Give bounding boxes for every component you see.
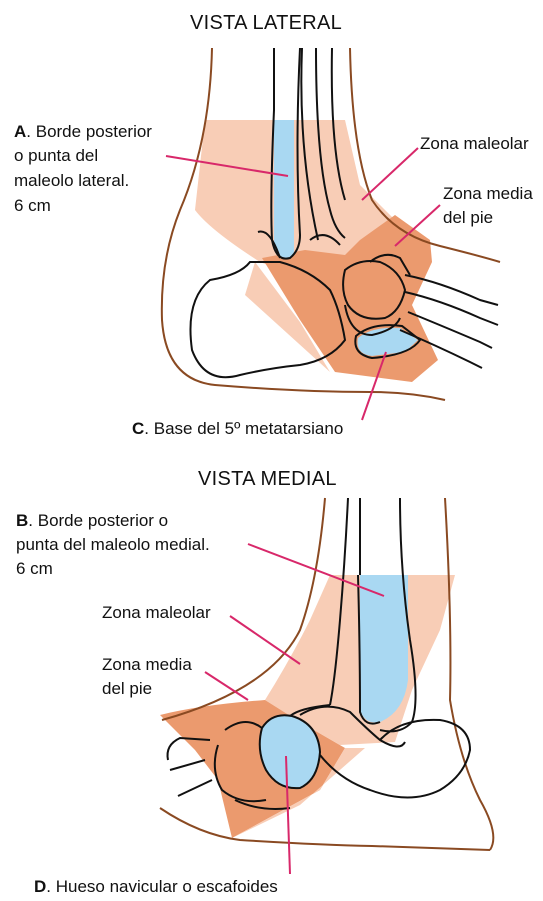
medial-skin-outline-back [445,498,493,850]
label-a-line3: maleolo lateral. [14,170,129,192]
label-a-line2: o punta del [14,145,98,167]
label-a-line4: 6 cm [14,195,51,217]
label-b-line2: punta del maleolo medial. [16,534,210,556]
label-c-letter: C [132,419,144,438]
lateral-view [162,48,500,420]
label-a: A. Borde posterior [14,121,152,143]
medial-view [160,498,493,874]
label-a-line1: . Borde posterior [26,122,152,141]
label-a-letter: A [14,122,26,141]
label-d-text: . Hueso navicular o escafoides [46,877,278,896]
label-b-letter: B [16,511,28,530]
lateral-zona-media-label-line2: del pie [443,207,493,229]
medial-zona-media-label-line1: Zona media [102,654,192,676]
lateral-zona-maleolar-label: Zona maleolar [420,133,529,155]
label-b-line3: 6 cm [16,558,53,580]
leader-b [248,544,384,596]
medial-zona-media-label-line2: del pie [102,678,152,700]
medial-view-title: VISTA MEDIAL [198,468,337,491]
label-b: B. Borde posterior o [16,510,168,532]
lateral-view-title: VISTA LATERAL [190,12,342,35]
leader-lateral-zona-maleolar [362,148,418,200]
label-c: C. Base del 5º metatarsiano [132,418,343,440]
label-d-letter: D [34,877,46,896]
leader-medial-zona-maleolar [230,616,300,664]
medial-malleolus-highlight [360,575,408,723]
label-b-line1: . Borde posterior o [28,511,168,530]
medial-zona-maleolar-label: Zona maleolar [102,602,211,624]
medial-skin-outline-sole [160,808,490,850]
label-c-text: . Base del 5º metatarsiano [144,419,343,438]
lateral-malleolus-highlight [274,120,294,259]
label-d: D. Hueso navicular o escafoides [34,876,278,898]
lateral-zona-media-label-line1: Zona media [443,183,533,205]
